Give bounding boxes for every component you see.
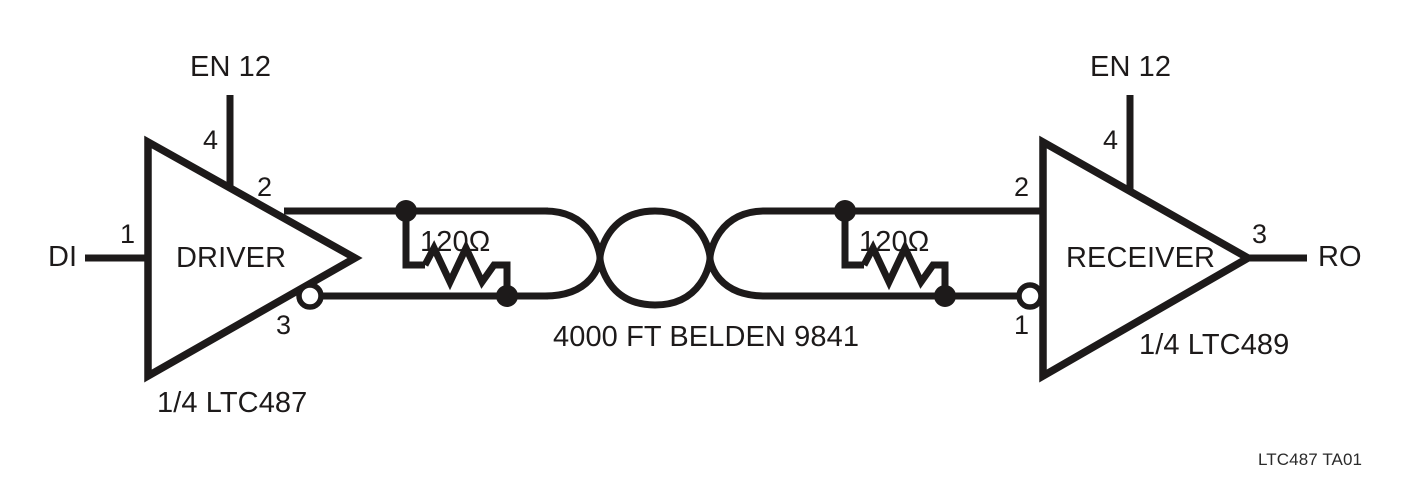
twisted-pair-wire-a <box>508 207 804 309</box>
right-terminator-lead-top <box>841 211 864 269</box>
receiver-output-pin-label: 3 <box>1252 219 1268 249</box>
receiver-invert-bubble <box>1016 282 1044 310</box>
right-resistor-zigzag <box>860 239 949 296</box>
left-terminator-value-label: 120Ω <box>420 226 491 258</box>
left-terminator-junction-bottom <box>496 285 518 307</box>
cable-label: 4000 FT BELDEN 9841 <box>553 321 860 353</box>
driver-block-label: DRIVER <box>176 242 287 274</box>
receiver-output-port-label: RO <box>1318 241 1362 273</box>
driver-enable-pin-label: 4 <box>203 125 219 155</box>
driver-part-label: 1/4 LTC487 <box>157 387 308 419</box>
receiver-in-noninv-pin-label: 2 <box>1014 172 1030 202</box>
left-terminator-lead-top <box>402 211 425 269</box>
driver-out-noninv-pin-label: 2 <box>257 172 273 202</box>
driver-out-inv-pin-label: 3 <box>276 310 292 340</box>
receiver-in-inv-pin-label: 1 <box>1014 310 1030 340</box>
receiver-enable-label: EN 12 <box>1090 51 1172 83</box>
driver-body <box>144 135 363 383</box>
twisted-pair-wire-b <box>508 207 804 300</box>
right-terminator-value-label: 120Ω <box>859 226 930 258</box>
left-resistor-zigzag <box>421 239 511 296</box>
driver-input-pin-label: 1 <box>120 219 136 249</box>
receiver-body <box>1039 135 1256 383</box>
driver-invert-bubble <box>296 282 324 310</box>
driver-enable-label: EN 12 <box>190 51 272 83</box>
receiver-block-label: RECEIVER <box>1066 242 1216 274</box>
driver-input-port-label: DI <box>48 241 78 273</box>
receiver-enable-pin-label: 4 <box>1103 125 1119 155</box>
left-terminator-junction-top <box>395 200 417 222</box>
figure-code-label: LTC487 TA01 <box>1258 450 1363 469</box>
receiver-part-label: 1/4 LTC489 <box>1139 329 1290 361</box>
